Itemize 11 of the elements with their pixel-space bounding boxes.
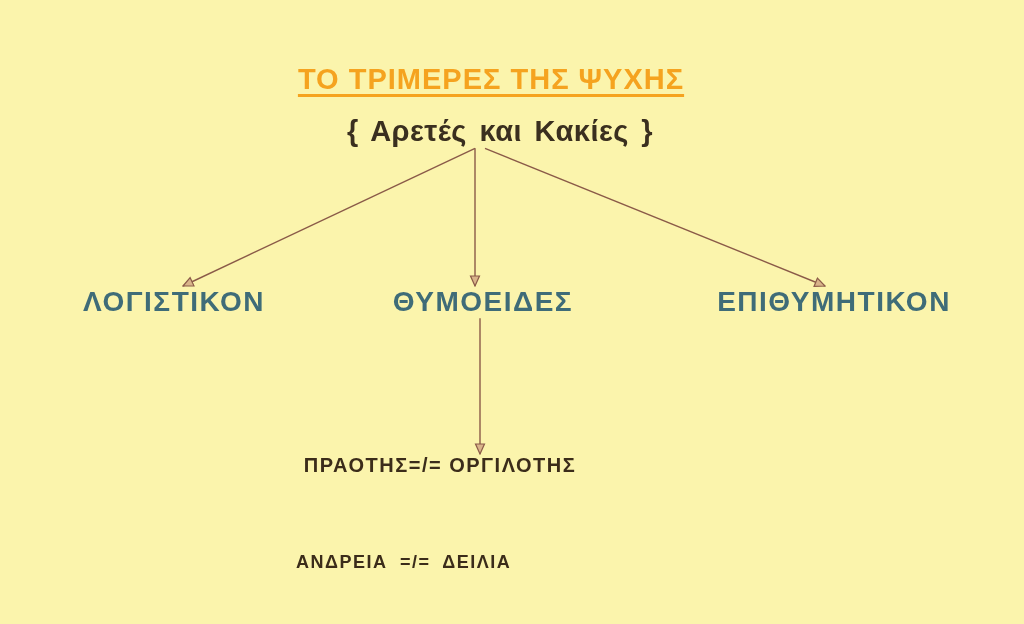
trait-pair-label: ΠΡΑΟΤΗΣ=/= ΟΡΓΙΛΟΤΗΣ	[303, 454, 577, 477]
subtitle-label: { Αρετές και Κακίες }	[346, 115, 654, 149]
arrow	[182, 147, 476, 287]
concept-label: ΘΥΜΟΕΙΔΕΣ	[392, 286, 574, 319]
concept-label: ΕΠΙΘΥΜΗΤΙΚΟΝ	[717, 286, 951, 319]
arrow	[484, 147, 826, 287]
arrow	[474, 317, 486, 455]
concept-label: ΛΟΓΙΣΤΙΚΟΝ	[83, 286, 265, 319]
note-text: ΑΝΔΡΕΙΑ =/= ΔΕΙΛΙΑ	[296, 552, 512, 573]
diagram-title: ΤΟ ΤΡΙΜΕΡΕΣ ΤΗΣ ΨΥΧΗΣ	[297, 62, 685, 97]
arrow	[469, 147, 481, 287]
